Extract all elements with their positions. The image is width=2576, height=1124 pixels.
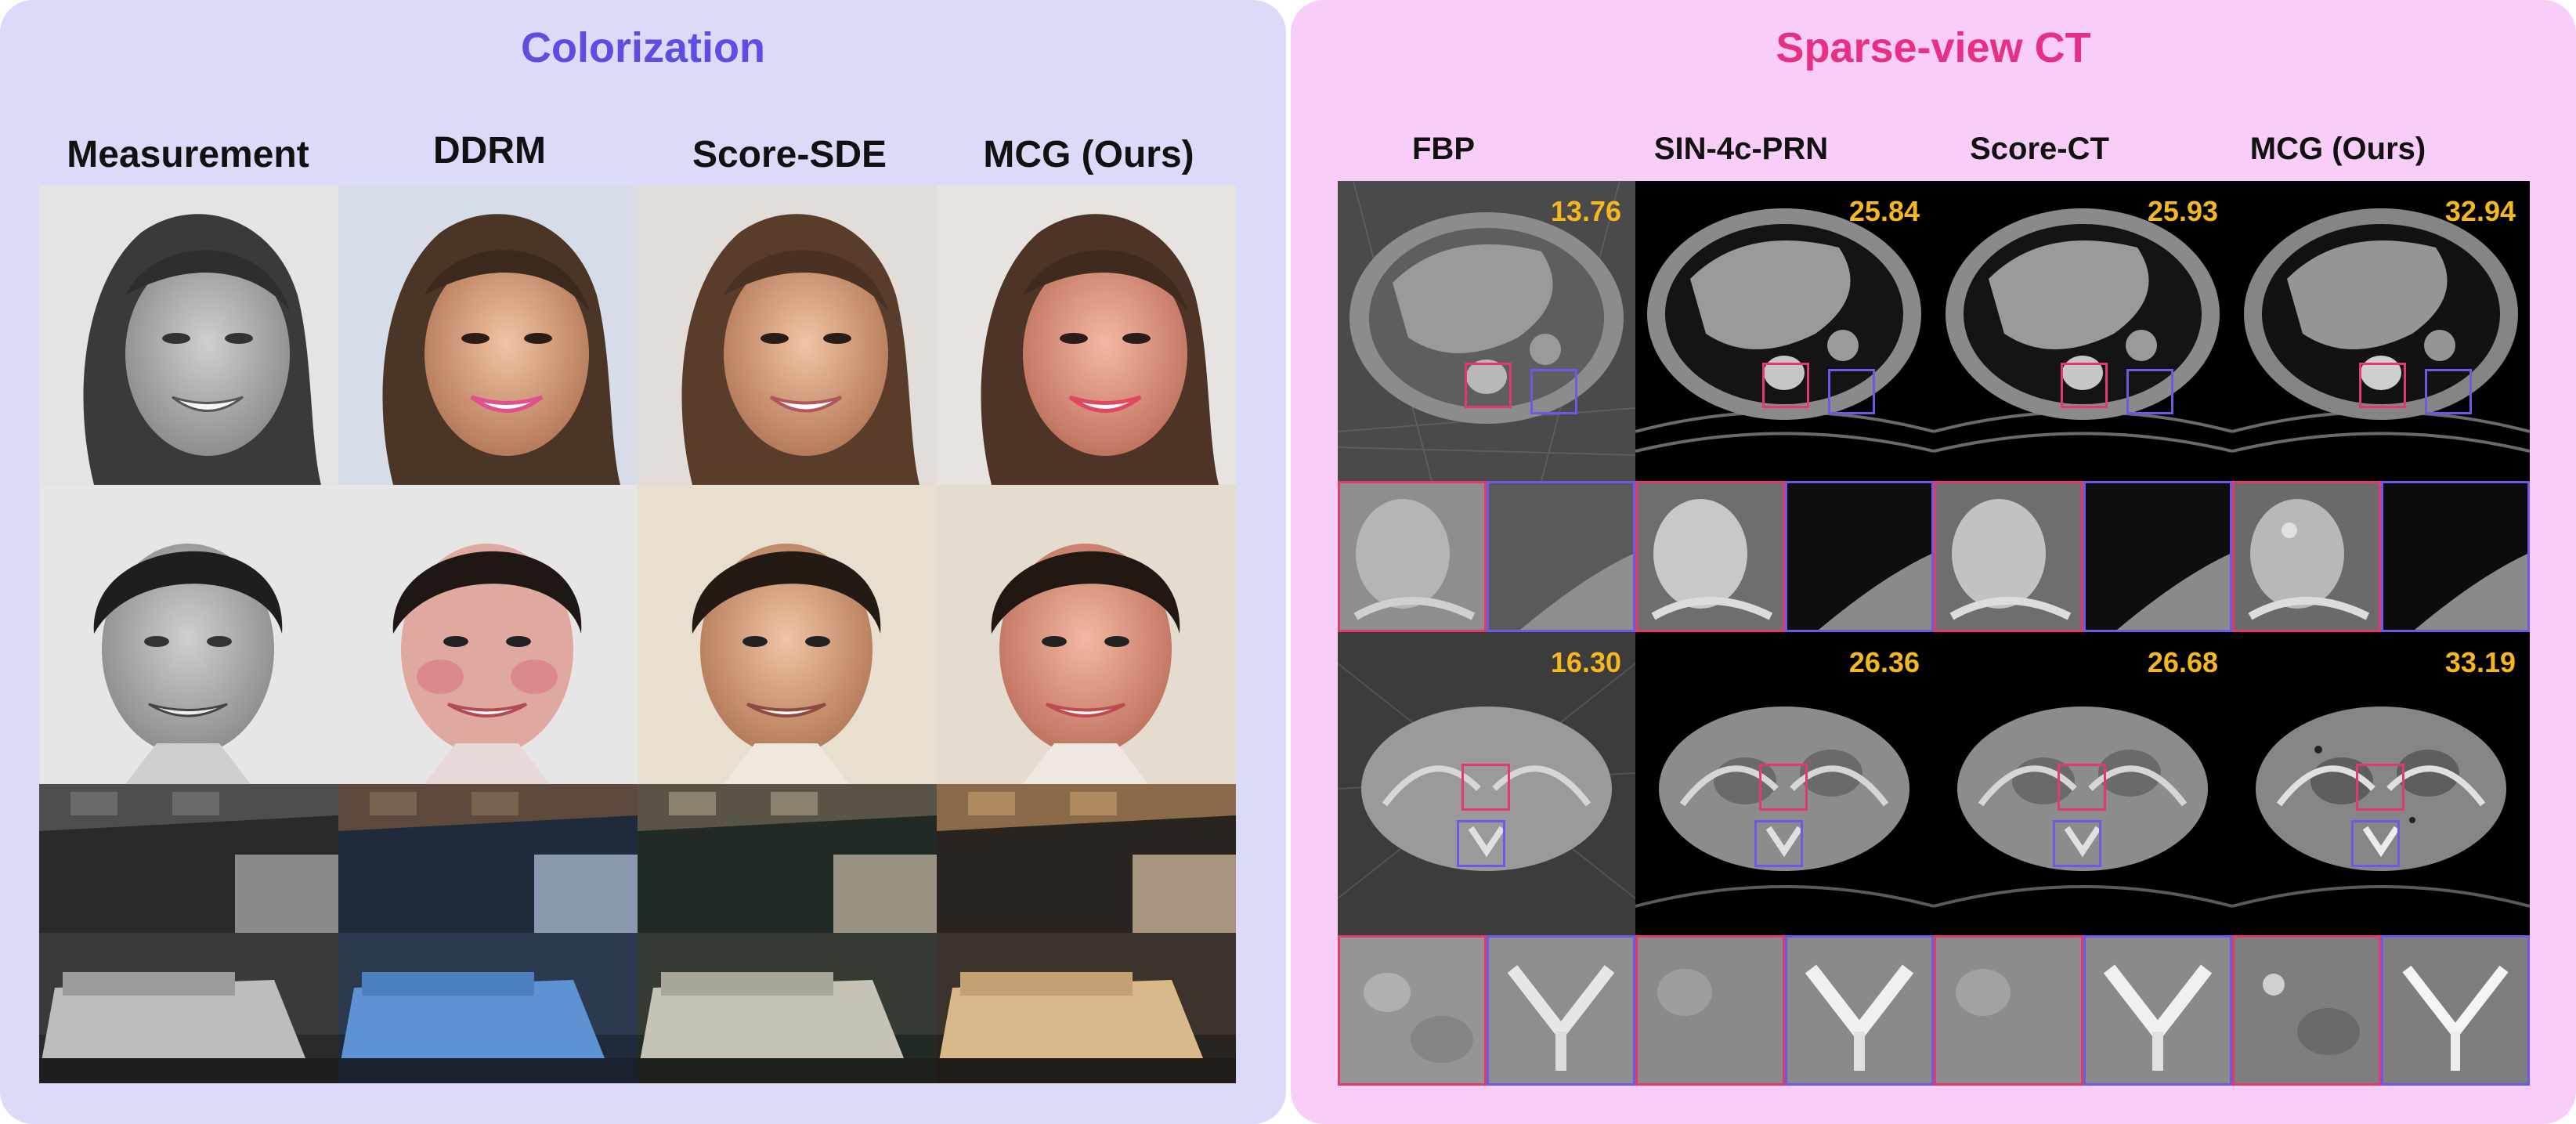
zoom-pelvis-mcg-blue [2381,935,2530,1086]
ct-chest-mcg: 32.94 [2232,181,2530,481]
red-roi-box [2359,363,2406,408]
image-woman-measurement [39,186,338,485]
zoom-chest-sin-blue [1785,481,1934,632]
red-roi-box [1465,363,1512,408]
ct-chest-score-ct: 25.93 [1934,181,2232,481]
sparse-view-ct-panel: Sparse-view CT FBP SIN-4c-PRN Score-CT M… [1291,0,2576,1124]
ct-title: Sparse-view CT [1776,24,2091,71]
image-bedroom-score-sde [638,784,937,1083]
red-roi-box [2061,363,2108,408]
zoom-chest-mcg-blue [2381,481,2530,632]
red-roi-box [1762,363,1809,408]
zoom-pelvis-sin-red [1635,935,1785,1086]
zoom-pelvis-fbp-red [1338,935,1487,1086]
zoom-pelvis-score-blue [2083,935,2232,1086]
red-roi-box [2058,764,2106,811]
red-roi-box [1461,764,1510,811]
column-header-sin-4c-prn: SIN-4c-PRN [1653,132,1829,166]
column-header-score-sde: Score-SDE [692,134,887,175]
image-man-score-sde [638,485,937,784]
zoom-pelvis-sin-blue [1785,935,1934,1086]
zoom-pelvis-score-red [1934,935,2083,1086]
psnr-value: 25.93 [2147,195,2218,227]
psnr-value: 32.94 [2444,195,2516,227]
zoom-pelvis-mcg-red [2232,935,2381,1086]
ct-pelvis-sin-4c-prn: 26.36 [1635,632,1934,935]
psnr-value: 26.36 [1848,646,1920,678]
image-woman-ddrm [338,186,638,485]
psnr-value: 26.68 [2147,646,2218,678]
blue-roi-box [2126,369,2173,414]
red-roi-box [1759,764,1808,811]
blue-roi-box [2351,820,2400,867]
column-header-ddrm: DDRM [433,130,546,172]
column-header-mcg: MCG (Ours) [983,134,1194,175]
image-woman-mcg [937,186,1236,485]
image-man-mcg [937,485,1236,784]
colorization-title: Colorization [521,24,765,71]
red-roi-box [2356,764,2404,811]
zoom-chest-fbp-red [1338,481,1487,632]
image-woman-score-sde [638,186,937,485]
ct-chest-sin-4c-prn: 25.84 [1635,181,1934,481]
image-bedroom-measurement [39,784,338,1083]
zoom-chest-score-red [1934,481,2083,632]
zoom-pelvis-fbp-blue [1487,935,1635,1086]
ct-chest-fbp: 13.76 [1338,181,1635,481]
blue-roi-box [1457,820,1505,867]
column-header-score-ct: Score-CT [1970,132,2109,166]
image-man-measurement [39,485,338,784]
blue-roi-box [2053,820,2101,867]
zoom-chest-score-blue [2083,481,2232,632]
psnr-value: 25.84 [1848,195,1920,227]
blue-roi-box [1530,369,1577,414]
image-man-ddrm [338,485,638,784]
zoom-chest-sin-red [1635,481,1785,632]
column-header-mcg-ct: MCG (Ours) [2249,132,2426,166]
psnr-value: 33.19 [2444,646,2516,678]
zoom-chest-mcg-red [2232,481,2381,632]
psnr-value: 13.76 [1550,195,1621,227]
image-bedroom-mcg [937,784,1236,1083]
blue-roi-box [1754,820,1803,867]
ct-pelvis-score-ct: 26.68 [1934,632,2232,935]
colorization-panel: Colorization Measurement DDRM Score-SDE … [0,0,1286,1124]
ct-pelvis-fbp: 16.30 [1338,632,1635,935]
column-header-fbp: FBP [1412,132,1475,166]
zoom-chest-fbp-blue [1487,481,1635,632]
psnr-value: 16.30 [1550,646,1621,678]
blue-roi-box [1828,369,1875,414]
column-header-measurement: Measurement [67,134,309,175]
blue-roi-box [2425,369,2472,414]
ct-pelvis-mcg: 33.19 [2232,632,2530,935]
image-bedroom-ddrm [338,784,638,1083]
